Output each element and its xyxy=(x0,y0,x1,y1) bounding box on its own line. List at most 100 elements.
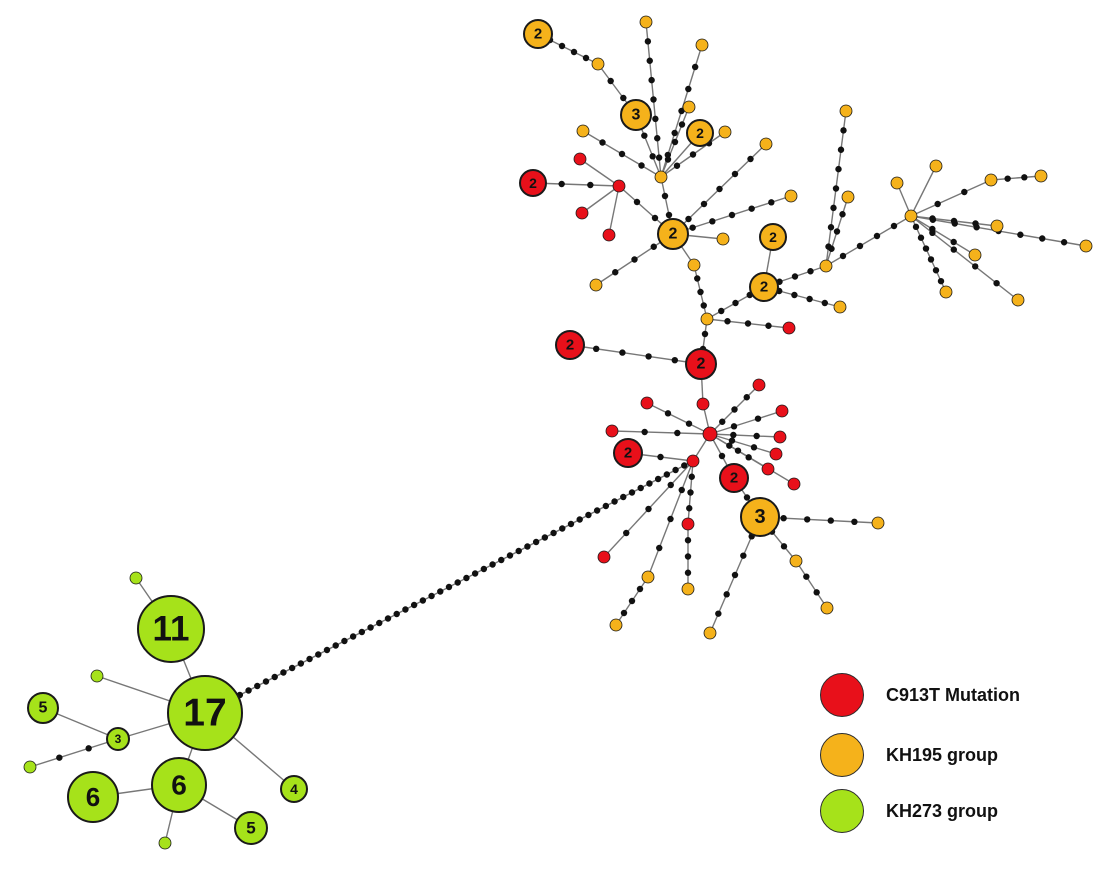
intermediate-step-dot xyxy=(1060,239,1068,246)
intermediate-step-dot xyxy=(743,394,750,401)
haplotype-node-yp8 xyxy=(784,189,798,203)
intermediate-step-dot xyxy=(929,229,936,236)
haplotype-node-rk1 xyxy=(573,152,587,166)
legend-swatch-kh273 xyxy=(820,789,864,833)
intermediate-step-dot xyxy=(1004,175,1011,182)
intermediate-step-dot xyxy=(806,295,813,303)
intermediate-step-dot xyxy=(993,280,1000,287)
node-count-label: 2 xyxy=(696,125,704,141)
edge-yB-yF xyxy=(825,215,912,267)
intermediate-step-dot xyxy=(688,473,695,480)
intermediate-step-dot xyxy=(649,153,656,160)
intermediate-step-dot xyxy=(376,619,383,627)
haplotype-node-yp27 xyxy=(641,570,655,584)
intermediate-step-dot xyxy=(726,442,733,449)
intermediate-step-dot xyxy=(593,345,600,352)
intermediate-step-dot xyxy=(428,592,435,600)
haplotype-node-rb xyxy=(696,397,710,411)
haplotype-node-g6a: 6 xyxy=(67,771,119,823)
haplotype-node-rs5 xyxy=(761,462,775,476)
intermediate-step-dot xyxy=(641,428,648,436)
edge-yF-yp21 xyxy=(910,215,1019,301)
intermediate-step-dot xyxy=(607,77,614,85)
intermediate-step-dot xyxy=(728,211,736,219)
intermediate-step-dot xyxy=(646,480,653,487)
intermediate-step-dot xyxy=(664,156,672,163)
haplotype-node-rs7 xyxy=(640,396,654,410)
intermediate-step-dot xyxy=(651,214,659,222)
intermediate-step-dot xyxy=(748,205,755,212)
haplotype-node-yV xyxy=(654,170,668,184)
node-count-label: 2 xyxy=(566,337,574,354)
intermediate-step-dot xyxy=(932,267,940,274)
intermediate-step-dot xyxy=(620,609,628,617)
intermediate-step-dot xyxy=(813,589,820,596)
intermediate-step-dot xyxy=(807,268,814,275)
intermediate-step-dot xyxy=(410,601,418,609)
haplotype-node-yp14 xyxy=(890,176,904,190)
edge-rhub-rs4 xyxy=(709,433,777,455)
intermediate-step-dot xyxy=(791,273,799,280)
haplotype-node-yp26 xyxy=(703,626,717,640)
haplotype-node-yp12 xyxy=(841,190,855,204)
intermediate-step-dot xyxy=(673,162,681,169)
haplotype-node-yp20 xyxy=(968,248,982,262)
edge-yF-yp15 xyxy=(910,165,937,217)
haplotype-node-y2e: 2 xyxy=(686,119,714,147)
intermediate-step-dot xyxy=(454,579,461,586)
intermediate-step-dot xyxy=(628,597,636,605)
haplotype-node-r2b: 2 xyxy=(519,169,547,197)
edge-r2c-r2a xyxy=(569,344,702,365)
intermediate-step-dot xyxy=(602,502,610,510)
haplotype-node-rs9 xyxy=(681,517,695,531)
intermediate-step-dot xyxy=(780,515,787,522)
intermediate-step-dot xyxy=(532,538,540,546)
haplotype-node-g11: 11 xyxy=(137,595,205,663)
intermediate-step-dot xyxy=(646,57,653,64)
node-count-label: 2 xyxy=(730,470,738,487)
intermediate-step-dot xyxy=(1017,231,1024,238)
intermediate-step-dot xyxy=(917,234,925,241)
intermediate-step-dot xyxy=(619,349,626,356)
legend-label-c913t: C913T Mutation xyxy=(886,684,1021,705)
intermediate-step-dot xyxy=(730,431,737,439)
node-count-label: 3 xyxy=(632,107,641,124)
node-count-label: 2 xyxy=(669,226,678,243)
haplotype-node-yp10 xyxy=(589,278,603,292)
intermediate-step-dot xyxy=(620,94,627,102)
intermediate-step-dot xyxy=(623,529,630,537)
intermediate-step-dot xyxy=(687,489,694,496)
intermediate-step-dot xyxy=(618,150,626,158)
intermediate-step-dot xyxy=(620,493,627,501)
intermediate-step-dot xyxy=(637,484,644,492)
haplotype-node-yp29 xyxy=(681,582,695,596)
haplotype-node-g5b: 5 xyxy=(234,811,268,845)
edge-rhub-rs7 xyxy=(646,402,711,435)
edge-yp16-yp17 xyxy=(990,175,1042,181)
intermediate-step-dot xyxy=(731,170,739,178)
edge-yF-yp16 xyxy=(910,179,992,217)
intermediate-step-dot xyxy=(1039,235,1046,242)
haplotype-node-g6b: 6 xyxy=(151,757,207,813)
intermediate-step-dot xyxy=(280,669,287,676)
intermediate-step-dot xyxy=(927,256,935,263)
intermediate-step-dot xyxy=(515,547,522,555)
intermediate-step-dot xyxy=(701,330,709,338)
haplotype-node-yp2 xyxy=(639,15,653,29)
intermediate-step-dot xyxy=(671,357,678,364)
haplotype-node-yp16 xyxy=(984,173,998,187)
intermediate-step-dot xyxy=(684,537,692,544)
node-count-label: 5 xyxy=(39,700,48,717)
intermediate-step-dot xyxy=(697,288,704,296)
haplotype-node-rs10 xyxy=(597,550,611,564)
intermediate-step-dot xyxy=(657,453,664,461)
intermediate-step-dot xyxy=(689,224,696,231)
intermediate-step-dot xyxy=(718,307,725,315)
intermediate-step-dot xyxy=(768,199,775,206)
intermediate-step-dot xyxy=(271,673,278,681)
intermediate-steps xyxy=(56,36,1068,761)
intermediate-step-dot xyxy=(691,63,699,71)
intermediate-step-dot xyxy=(743,494,751,501)
intermediate-step-dot xyxy=(912,223,920,231)
haplotype-node-rs8 xyxy=(605,424,619,438)
